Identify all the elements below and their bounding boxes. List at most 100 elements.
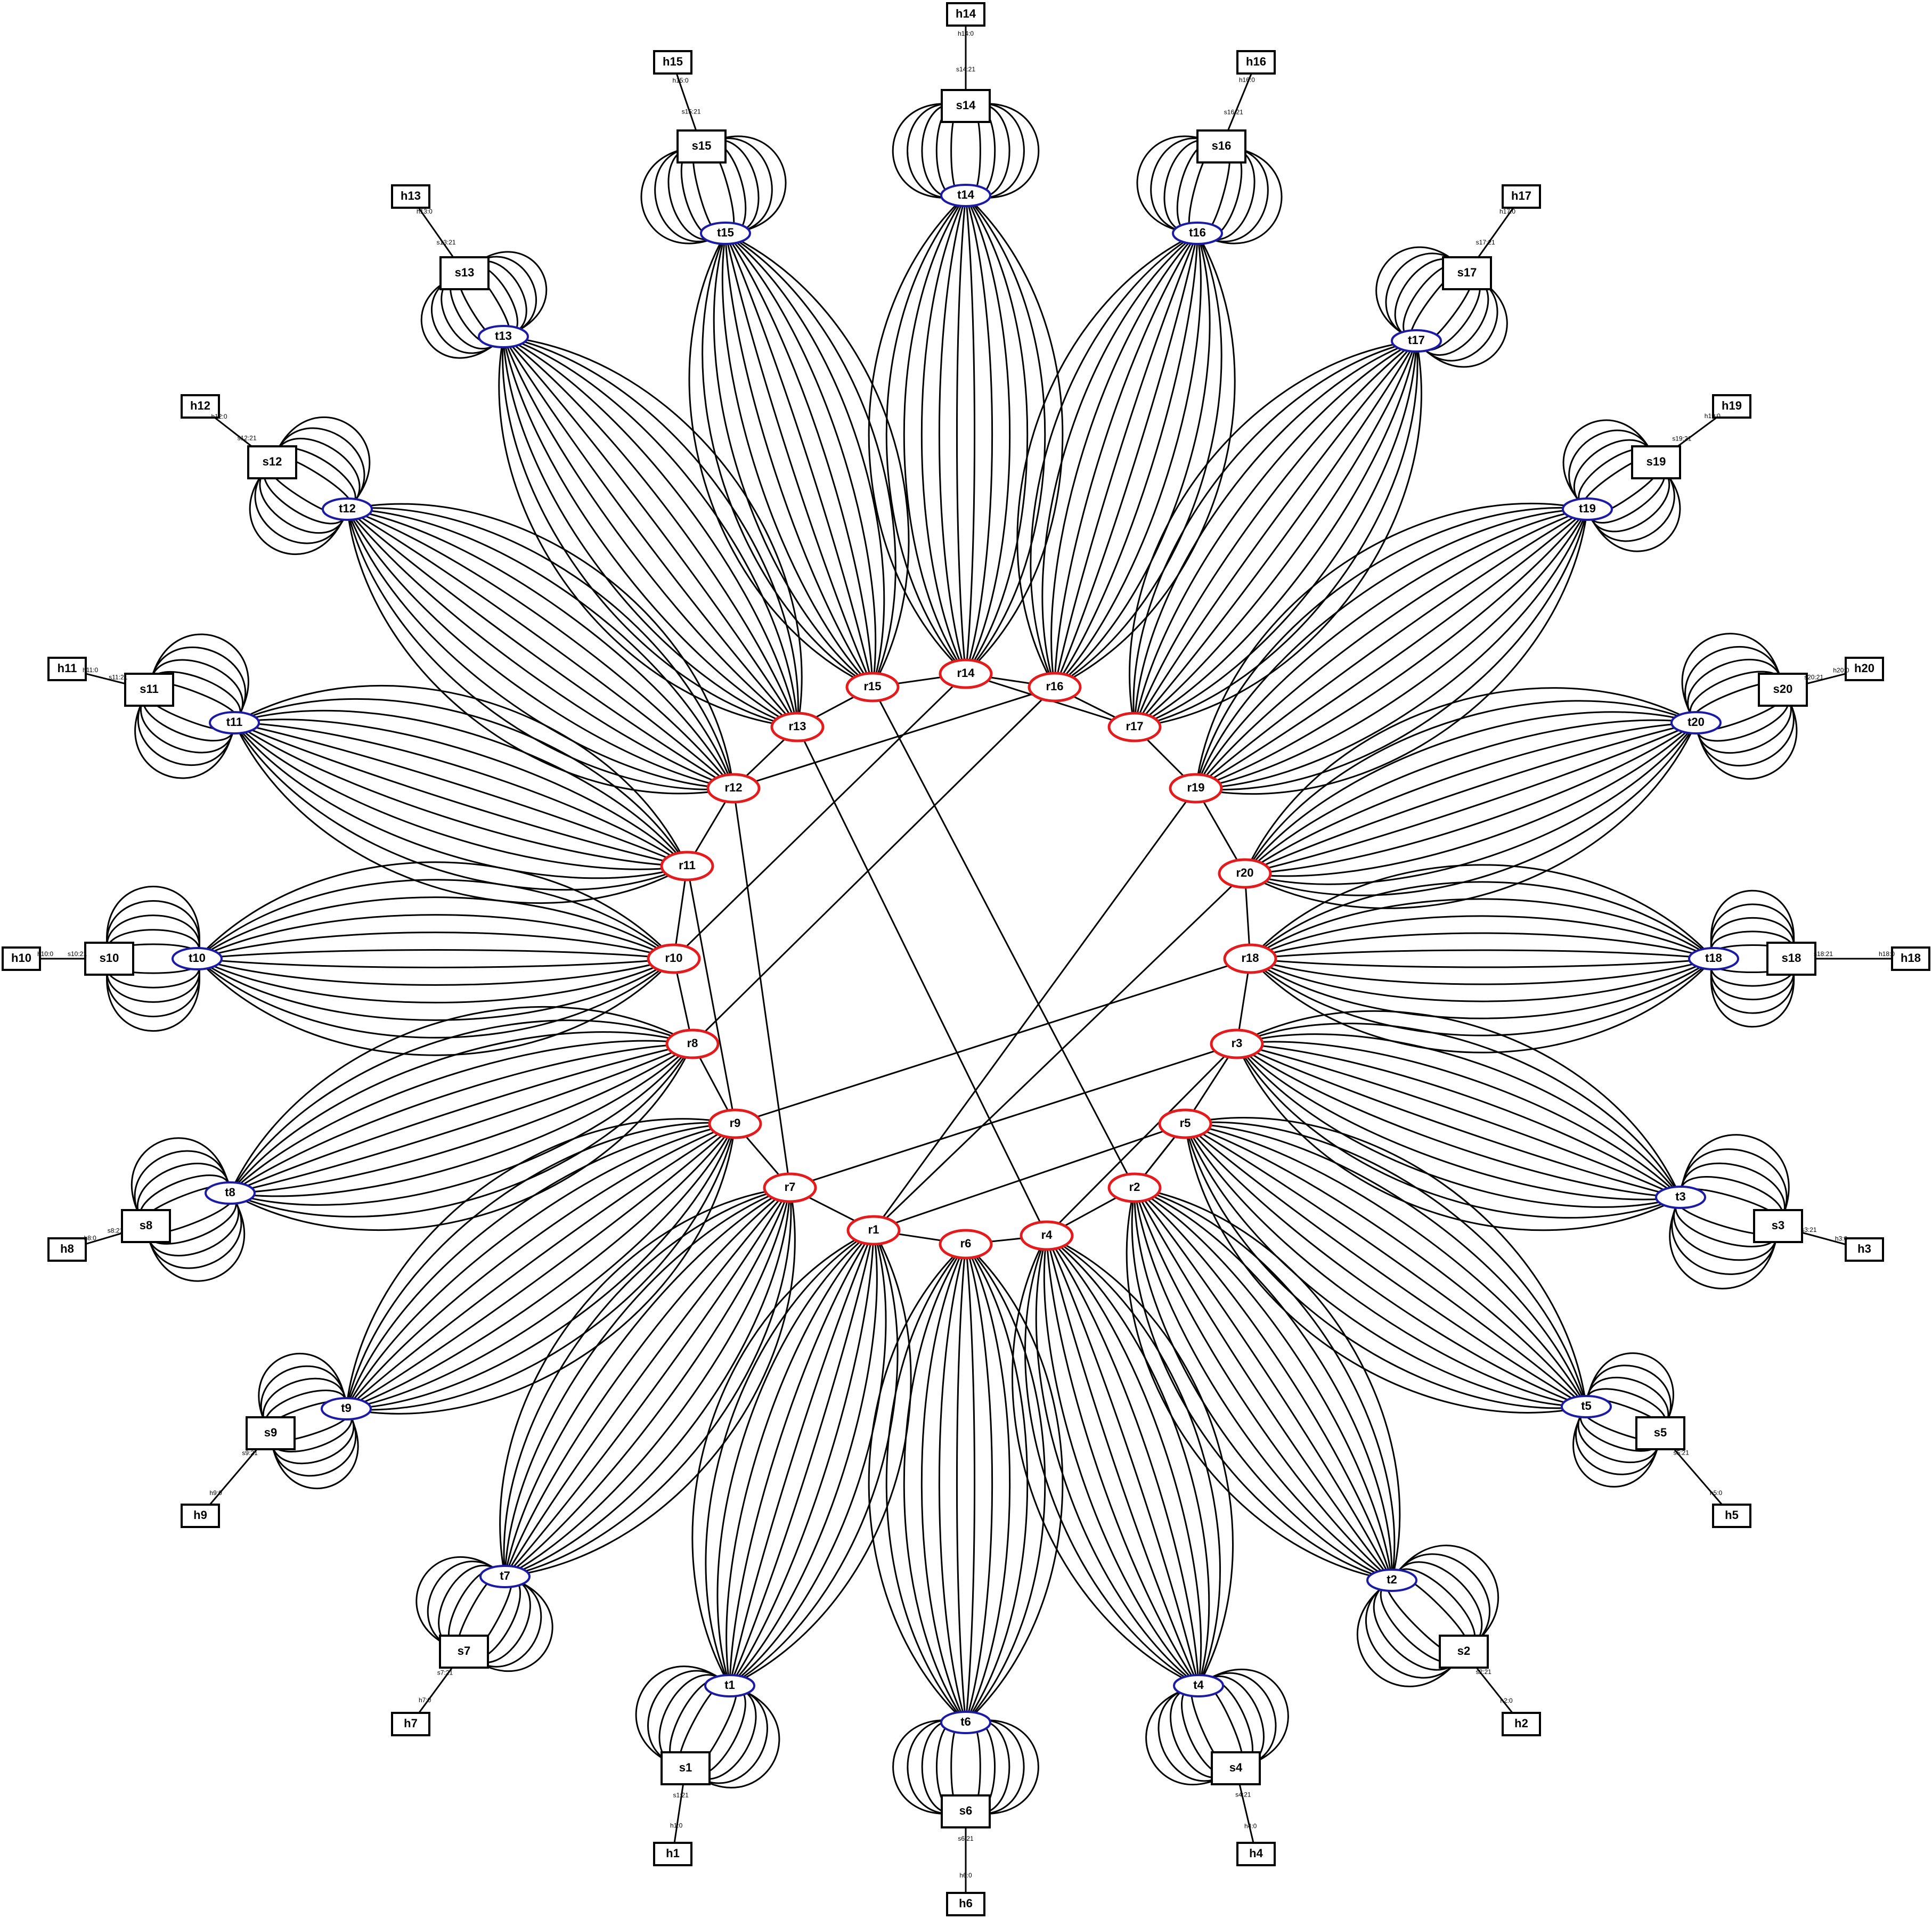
leaf-router-link bbox=[229, 1031, 693, 1194]
leaf-router-link bbox=[197, 914, 674, 960]
router-node bbox=[1028, 672, 1082, 703]
leaf-router-link bbox=[196, 861, 675, 960]
switch-label: s20 bbox=[1773, 682, 1793, 696]
leaf-router-link bbox=[1244, 722, 1697, 896]
leaf-router-link bbox=[1134, 340, 1417, 728]
switch-leaf-loop bbox=[1157, 1685, 1236, 1782]
leaf-router-link bbox=[230, 1043, 694, 1218]
leaf-router-link bbox=[1244, 687, 1697, 874]
leaf-node bbox=[1562, 497, 1613, 521]
leaf-router-link bbox=[965, 1243, 1064, 1724]
router-ring-link bbox=[735, 958, 1251, 1125]
leaf-node bbox=[1173, 1674, 1224, 1697]
leaf-router-link bbox=[1185, 1123, 1587, 1407]
leaf-router-link bbox=[725, 232, 896, 688]
switch-leaf-loop bbox=[1687, 658, 1784, 723]
leaf-router-link bbox=[1134, 1187, 1392, 1581]
leaf-router-link bbox=[729, 1230, 875, 1686]
leaf-router-link bbox=[1195, 508, 1588, 789]
router-label: r1 bbox=[868, 1223, 879, 1236]
leaf-router-link bbox=[729, 1230, 887, 1687]
leaf-router-link bbox=[1250, 898, 1714, 960]
leaf-label: t10 bbox=[189, 951, 206, 965]
leaf-router-link bbox=[1195, 509, 1588, 789]
switch-port-label: s7:21 bbox=[437, 1669, 453, 1677]
leaf-label: t18 bbox=[1705, 951, 1722, 965]
leaf-router-link bbox=[1054, 233, 1202, 688]
leaf-router-link bbox=[346, 1123, 736, 1410]
leaf-router-link bbox=[729, 1230, 878, 1687]
host-node bbox=[391, 1712, 430, 1736]
router-label: r2 bbox=[1129, 1180, 1140, 1194]
leaf-router-link bbox=[346, 509, 734, 789]
leaf-router-link bbox=[1050, 232, 1199, 688]
leaf-router-link bbox=[1035, 1235, 1199, 1687]
router-node bbox=[939, 1229, 993, 1260]
host-port-label: h20:0 bbox=[1833, 666, 1849, 674]
leaf-label: t16 bbox=[1189, 226, 1206, 239]
switch-leaf-loop bbox=[1586, 461, 1675, 542]
switch-leaf-loop bbox=[1680, 1162, 1786, 1227]
router-label: r6 bbox=[960, 1237, 972, 1250]
leaf-router-link bbox=[729, 1230, 912, 1687]
leaf-router-link bbox=[724, 233, 874, 688]
leaf-router-link bbox=[1236, 1010, 1682, 1198]
switch-leaf-loop bbox=[106, 900, 200, 959]
router-label: r14 bbox=[957, 666, 975, 680]
leaf-router-link bbox=[1046, 1235, 1200, 1686]
switch-label: s3 bbox=[1772, 1219, 1784, 1232]
leaf-router-link bbox=[965, 195, 1046, 674]
leaf-router-link bbox=[1046, 1235, 1200, 1686]
leaf-router-link bbox=[1024, 1235, 1199, 1687]
leaf-router-link bbox=[1236, 1043, 1681, 1208]
leaf-router-link bbox=[1195, 509, 1588, 789]
leaf-router-link bbox=[965, 1244, 1029, 1723]
leaf-router-link bbox=[1244, 722, 1697, 875]
switch-leaf-loop bbox=[1684, 646, 1784, 723]
leaf-router-link bbox=[504, 1187, 790, 1577]
router-node bbox=[1210, 1028, 1264, 1059]
leaf-router-link bbox=[1134, 340, 1417, 728]
router-ring-link bbox=[796, 726, 1048, 1236]
router-label: r16 bbox=[1046, 680, 1063, 693]
leaf-router-link bbox=[1046, 1235, 1200, 1686]
switch-label: s9 bbox=[264, 1426, 277, 1439]
leaf-router-link bbox=[965, 1244, 1046, 1723]
router-label: r5 bbox=[1180, 1116, 1191, 1130]
switch-port-label: s13:21 bbox=[437, 239, 456, 246]
leaf-router-link bbox=[502, 336, 798, 728]
switch-leaf-loop bbox=[1585, 1376, 1669, 1434]
leaf-router-link bbox=[1134, 340, 1422, 728]
leaf-label: t7 bbox=[500, 1569, 510, 1582]
leaf-router-link bbox=[1134, 1187, 1393, 1581]
leaf-router-link bbox=[1244, 722, 1697, 909]
switch-node bbox=[121, 1209, 171, 1243]
switch-label: s18 bbox=[1782, 951, 1801, 965]
router-label: r8 bbox=[687, 1036, 698, 1050]
switch-leaf-loop bbox=[1680, 1148, 1788, 1227]
leaf-router-link bbox=[345, 1123, 736, 1409]
router-label: r15 bbox=[863, 680, 881, 693]
switch-leaf-loop bbox=[134, 1150, 231, 1227]
leaf-router-link bbox=[1134, 1187, 1392, 1581]
leaf-router-link bbox=[230, 1043, 694, 1231]
leaf-router-link bbox=[233, 722, 688, 904]
leaf-router-link bbox=[885, 1244, 967, 1723]
leaf-node bbox=[209, 711, 260, 734]
leaf-router-link bbox=[1041, 232, 1198, 688]
leaf-router-link bbox=[197, 932, 674, 960]
host-port-label: h13:0 bbox=[417, 208, 433, 215]
leaf-router-link bbox=[234, 698, 688, 867]
switch-leaf-loop bbox=[1197, 145, 1283, 244]
leaf-router-link bbox=[1250, 958, 1714, 1019]
switch-node bbox=[676, 129, 727, 164]
leaf-router-link bbox=[1195, 509, 1588, 789]
switch-node bbox=[439, 256, 490, 290]
switch-label: s6 bbox=[959, 1804, 972, 1817]
switch-port-label: s8:21 bbox=[108, 1227, 124, 1234]
leaf-label: t13 bbox=[495, 329, 512, 342]
leaf-router-link bbox=[1195, 507, 1588, 789]
router-node bbox=[846, 1215, 901, 1246]
host-label: h6 bbox=[959, 1897, 973, 1910]
